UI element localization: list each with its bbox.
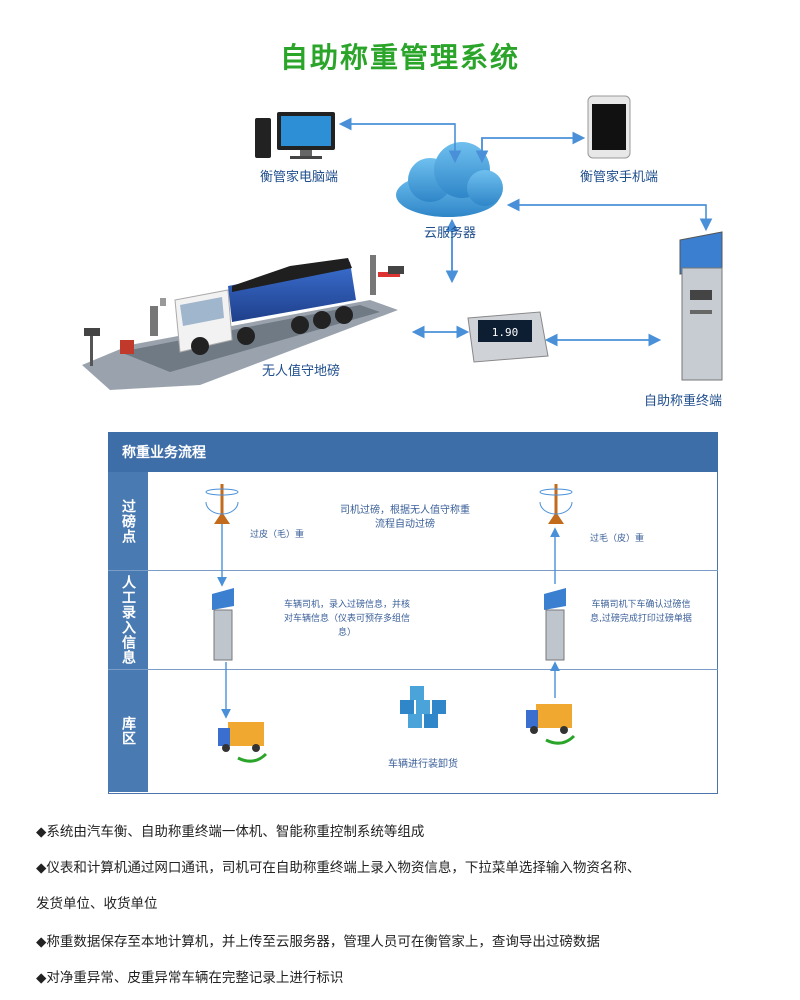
- bullet-communication: ◆仪表和计算机通过网口通讯，司机可在自助称重终端上录入物资信息，下拉菜单选择输入…: [36, 860, 641, 876]
- kiosk-icon: [212, 588, 234, 661]
- cloud-label: 云服务器: [424, 226, 477, 241]
- bullet-composition: ◆系统由汽车衡、自助称重终端一体机、智能称重控制系统等组成: [36, 824, 425, 840]
- indicator-display-text: 1.90: [492, 326, 519, 339]
- lane-warehouse: 库区: [108, 670, 148, 792]
- note-tare-first: 过皮（毛）重: [250, 530, 305, 540]
- lane-divider: [108, 669, 718, 670]
- note-gross-second: 过毛（皮）重: [590, 534, 645, 544]
- system-diagram: 1.90: [82, 95, 723, 390]
- lane-weighing-point: 过磅点: [108, 472, 148, 570]
- process-header-text: 称重业务流程: [122, 445, 206, 461]
- cloud-server-icon: [396, 142, 503, 217]
- note-entry-left: 车辆司机，录入过磅信息，并核对车辆信息（仪表可预存多组信息）: [283, 600, 410, 638]
- delivery-truck-icon: [218, 722, 268, 763]
- weighing-indicator-icon: 1.90: [467, 311, 549, 363]
- delivery-truck-icon: [526, 704, 576, 745]
- process-header: 称重业务流程: [108, 432, 718, 472]
- bullet-communication-cont: 发货单位、收货单位: [36, 896, 158, 912]
- bullet-anomaly: ◆对净重异常、皮重异常车辆在完整记录上进行标识: [36, 970, 344, 986]
- flow-arrows: [217, 524, 560, 719]
- smartphone-icon: [587, 95, 631, 159]
- kiosk-terminal-icon: [679, 231, 723, 381]
- process-panel: [108, 432, 718, 794]
- page-title: 自助称重管理系统: [279, 41, 520, 74]
- desktop-computer-icon: [255, 112, 335, 159]
- lane-divider: [108, 570, 718, 571]
- note-driver-weigh: 司机过磅，根据无人值守称重流程自动过磅: [340, 505, 470, 530]
- balance-scale-icon: [205, 484, 239, 524]
- note-loading: 车辆进行装卸货: [388, 759, 458, 770]
- kiosk-icon: [544, 588, 566, 661]
- terminal-label: 自助称重终端: [644, 394, 723, 409]
- truck-scale-icon: [82, 255, 404, 390]
- pc-label: 衡管家电脑端: [260, 170, 339, 185]
- phone-label: 衡管家手机端: [580, 170, 659, 185]
- scale-label: 无人值守地磅: [262, 364, 341, 379]
- balance-scale-icon: [539, 484, 573, 524]
- lane-manual-entry: 人工录入信息: [108, 571, 148, 669]
- connection-arrows: [338, 117, 713, 347]
- process-flow: [205, 484, 576, 763]
- bullet-storage: ◆称重数据保存至本地计算机，并上传至云服务器，管理人员可在衡管家上，查询导出过磅…: [36, 934, 600, 950]
- note-entry-right: 车辆司机下车确认过磅信息,过磅完成打印过磅单据: [590, 600, 692, 624]
- cargo-boxes-icon: [400, 686, 446, 728]
